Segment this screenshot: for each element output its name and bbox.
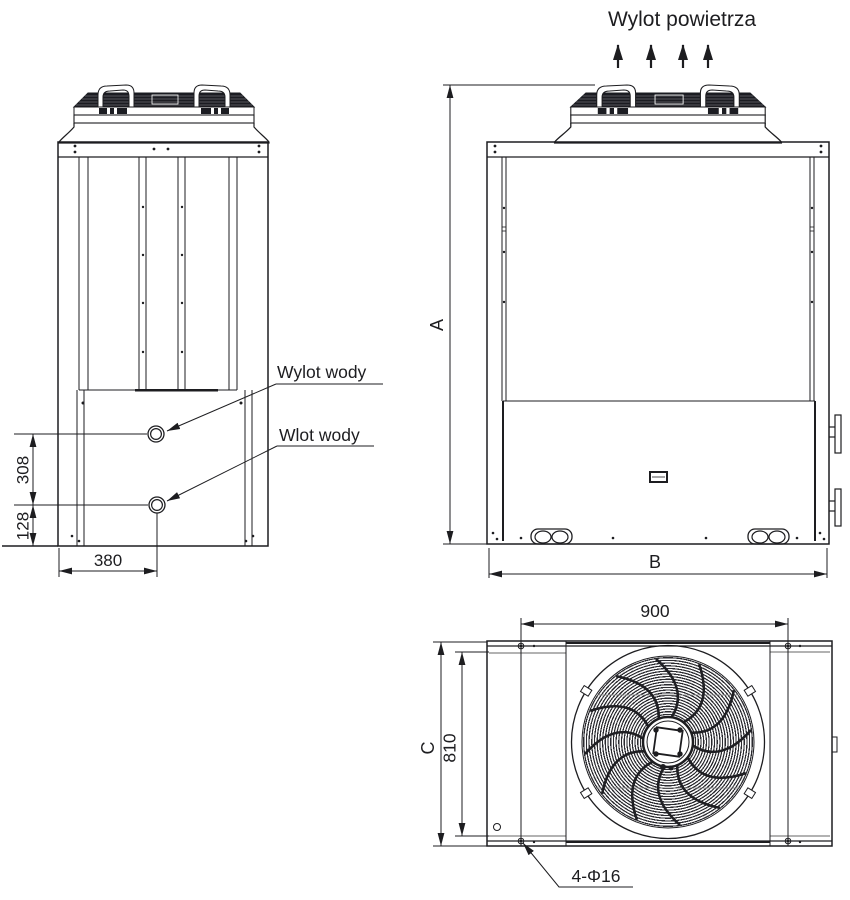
side-view-dimensions: 308 128 380 (13, 433, 158, 577)
screw-dots (70, 144, 261, 543)
cable-gland-left (530, 528, 573, 545)
mount-hole-callout: 4-Φ16 (522, 842, 633, 888)
guard-clips (579, 684, 757, 800)
water-inlet-label: Wlot wody (279, 425, 360, 445)
dim-B: B (649, 552, 661, 572)
dim-A: A (427, 319, 447, 331)
water-inlet-port (148, 496, 166, 514)
dim-128: 128 (13, 512, 32, 540)
dim-810: 810 (440, 733, 460, 762)
water-outlet-label: Wylot wody (277, 362, 367, 382)
front-view (486, 84, 842, 545)
fan-guard-ribs (583, 657, 752, 827)
front-view-dimensions: A B (427, 84, 828, 578)
air-outlet-callout: Wylot powietrza (608, 8, 756, 68)
top-view-dimensions: 900 C 810 4-Φ16 (418, 601, 789, 888)
dim-C: C (418, 742, 438, 755)
side-view (2, 84, 270, 547)
fan (570, 644, 766, 840)
dim-900: 900 (640, 601, 669, 621)
mounting-holes (517, 642, 792, 845)
dim-308: 308 (13, 456, 32, 484)
air-outlet-label: Wylot powietrza (608, 8, 756, 31)
side-brackets (829, 414, 842, 527)
dim-4xphi16: 4-Φ16 (572, 866, 621, 886)
cable-gland-right (747, 528, 790, 545)
top-view (486, 640, 838, 847)
fan-hub (641, 715, 695, 771)
water-outlet-port (147, 425, 165, 443)
dim-380: 380 (94, 551, 122, 570)
panel-handle (649, 471, 668, 483)
screw-dots (491, 144, 826, 541)
drain-hole (493, 823, 501, 831)
water-callouts: Wylot wody Wlot wody (166, 362, 383, 502)
side-tab (831, 736, 838, 753)
